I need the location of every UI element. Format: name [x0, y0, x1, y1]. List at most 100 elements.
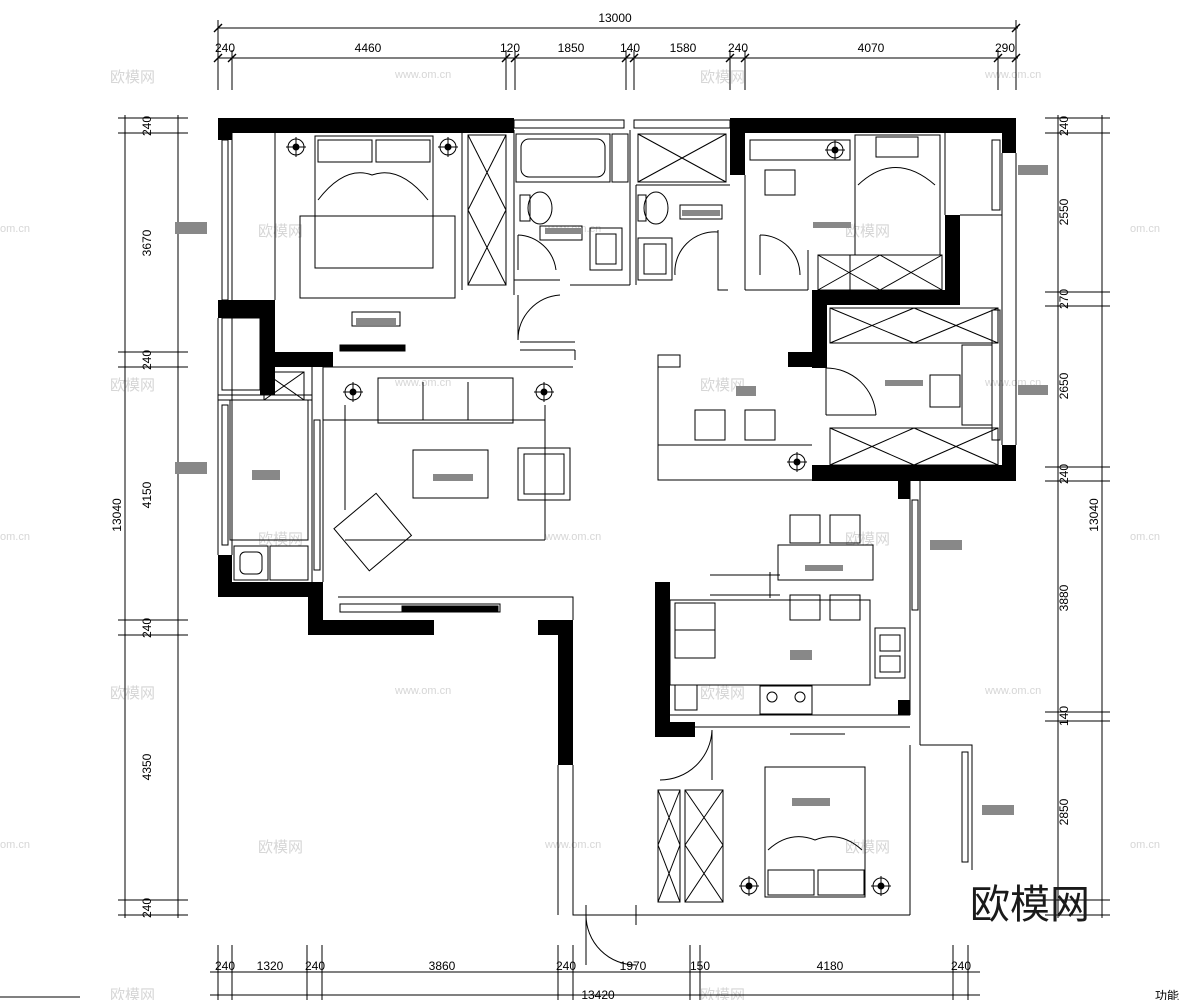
- structural-walls: [218, 118, 1016, 765]
- watermark-url: www.om.cn: [394, 685, 451, 697]
- partition-lines: [217, 130, 1017, 916]
- chair-icon: [929, 374, 961, 408]
- dim-bottom-seg: 240: [951, 959, 971, 973]
- sofa-icon: [377, 377, 514, 424]
- watermark-url-cut: om.cn: [0, 839, 30, 851]
- dim-left-seg: 4150: [140, 481, 154, 508]
- lamp-icon: [739, 876, 759, 896]
- bed-icon: [764, 766, 866, 898]
- lamp-icon: [286, 137, 306, 157]
- watermark-layer: 欧模网 www.om.cn 欧模网 www.om.cn om.cn 欧模网 ww…: [0, 68, 1160, 1000]
- dim-right-seg: 270: [1057, 289, 1071, 309]
- dim-bottom-seg: 4180: [817, 959, 844, 973]
- furniture: [221, 133, 999, 903]
- wardrobe-icon: [657, 789, 681, 903]
- lamp-icon: [787, 452, 807, 472]
- dim-bottom-seg: 1970: [620, 959, 647, 973]
- brand-watermark: 欧模网: [970, 882, 1090, 928]
- watermark-brand: 欧模网: [110, 68, 155, 86]
- dim-top-seg: 240: [215, 41, 235, 55]
- armchair-icon: [333, 492, 413, 572]
- chair-icon: [694, 409, 726, 441]
- watermark-brand: 欧模网: [258, 222, 303, 240]
- dining-table-icon: [777, 544, 874, 581]
- bed-icon: [314, 135, 434, 269]
- dim-left-seg: 240: [140, 116, 154, 136]
- toilet-icon: [527, 191, 553, 225]
- sink-icon: [589, 227, 623, 271]
- dimension-ticks: [213, 23, 1021, 63]
- bathtub-icon: [515, 133, 611, 183]
- dim-left-seg: 240: [140, 898, 154, 918]
- watermark-brand: 欧模网: [700, 986, 745, 1000]
- watermark-url-cut: om.cn: [1130, 531, 1160, 543]
- lamp-icon: [438, 137, 458, 157]
- watermark-brand: 欧模网: [845, 838, 890, 856]
- watermark-url-cut: om.cn: [0, 531, 30, 543]
- dim-right-seg: 3880: [1057, 584, 1071, 611]
- dim-bottom-seg: 240: [215, 959, 235, 973]
- wardrobe-icon: [829, 307, 999, 344]
- watermark-brand: 欧模网: [258, 530, 303, 548]
- dim-left-seg: 240: [140, 350, 154, 370]
- rug-outline: [299, 215, 456, 299]
- dim-top-seg: 140: [620, 41, 640, 55]
- watermark-url: www.om.cn: [984, 685, 1041, 697]
- dimension-lines: [118, 20, 1110, 1000]
- room-tags: [175, 165, 1048, 815]
- watermark-brand: 欧模网: [700, 68, 745, 86]
- dim-top-seg: 290: [995, 41, 1015, 55]
- dimension-labels: 13000 240 4460 120 1850 140 1580 240 407…: [110, 11, 1101, 1000]
- watermark-brand: 欧模网: [110, 986, 155, 1000]
- wardrobe-icon: [684, 789, 724, 903]
- dim-right-seg: 240: [1057, 116, 1071, 136]
- sink-icon: [637, 237, 673, 281]
- dim-bottom-total: 13420: [581, 988, 615, 1000]
- dim-right-seg: 2550: [1057, 198, 1071, 225]
- dim-right-seg: 240: [1057, 464, 1071, 484]
- lamp-symbols: [286, 137, 891, 896]
- watermark-url-cut: om.cn: [1130, 223, 1160, 235]
- watermark-brand: 欧模网: [700, 684, 745, 702]
- wardrobe-icon: [467, 134, 507, 286]
- dim-top-seg: 4460: [355, 41, 382, 55]
- dim-bottom-seg: 3860: [429, 959, 456, 973]
- stove-icon: [759, 685, 813, 715]
- dim-bottom-seg: 240: [305, 959, 325, 973]
- dim-bottom-seg: 150: [690, 959, 710, 973]
- dim-right-seg: 2650: [1057, 372, 1071, 399]
- dim-top-seg: 1850: [558, 41, 585, 55]
- watermark-brand: 欧模网: [258, 838, 303, 856]
- dim-bottom-seg: 1320: [257, 959, 284, 973]
- dim-right-seg: 140: [1057, 706, 1071, 726]
- armchair-icon: [517, 447, 571, 501]
- watermark-url: www.om.cn: [394, 69, 451, 81]
- lamp-icon: [871, 876, 891, 896]
- lamp-icon: [534, 382, 554, 402]
- dim-left-seg: 240: [140, 618, 154, 638]
- dim-top-seg: 4070: [858, 41, 885, 55]
- dim-left-seg: 4350: [140, 753, 154, 780]
- dim-top-seg: 120: [500, 41, 520, 55]
- lamp-icon: [825, 140, 845, 160]
- door-swings: [517, 231, 877, 966]
- sink-icon: [874, 627, 906, 679]
- shower-icon: [637, 133, 727, 183]
- dim-right-seg: 2850: [1057, 798, 1071, 825]
- dim-top-seg: 1580: [670, 41, 697, 55]
- coffee-table-icon: [412, 449, 489, 499]
- dim-left-total: 13040: [110, 498, 124, 532]
- watermark-brand: 欧模网: [110, 376, 155, 394]
- dim-left-seg: 3670: [140, 229, 154, 256]
- watermark-url-cut: om.cn: [1130, 839, 1160, 851]
- dim-bottom-seg: 240: [556, 959, 576, 973]
- wardrobe-icon: [829, 427, 999, 466]
- chair-icon: [744, 409, 776, 441]
- wardrobe-icon: [817, 254, 943, 291]
- corner-fragment: 功能: [1155, 989, 1179, 1000]
- washer-icon: [233, 545, 269, 581]
- watermark-url: www.om.cn: [544, 531, 601, 543]
- lamp-icon: [343, 382, 363, 402]
- chair-icon: [764, 169, 796, 196]
